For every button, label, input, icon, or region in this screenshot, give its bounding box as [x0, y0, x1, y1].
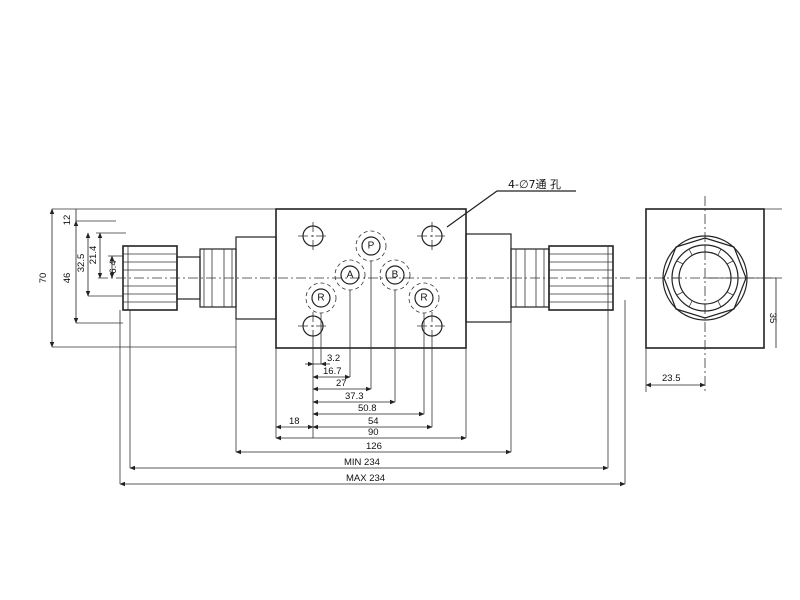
svg-text:R: R — [317, 293, 324, 304]
front-view: P A B R R 4-∅7通 孔 — [52, 178, 630, 349]
port-a: A — [334, 259, 366, 291]
left-adjust-knob — [122, 245, 178, 311]
dim-46: 46 — [62, 273, 73, 284]
svg-text:A: A — [347, 270, 354, 281]
dim-90: 90 — [368, 427, 379, 438]
hole-note: 4-∅7通 孔 — [446, 178, 576, 228]
dim-21-4: 21.4 — [88, 246, 99, 265]
port-p: P — [355, 230, 387, 262]
dim-54: 54 — [368, 416, 379, 427]
dim-126: 126 — [366, 441, 382, 452]
dim-35: 35 — [767, 313, 778, 324]
dim-min-234: MIN 234 — [344, 457, 380, 468]
dim-16-7: 16.7 — [323, 366, 342, 377]
side-view: 35 23.5 — [636, 196, 782, 392]
svg-text:B: B — [392, 270, 399, 281]
dim-6-4: 6.4 — [108, 260, 119, 273]
svg-text:P: P — [368, 241, 375, 252]
dim-37-3: 37.3 — [345, 391, 364, 402]
dim-max-234: MAX 234 — [346, 473, 385, 484]
dim-50-8: 50.8 — [358, 403, 377, 414]
dim-32-5: 32.5 — [76, 254, 87, 273]
mounting-holes — [298, 222, 447, 340]
svg-text:4-∅7通 孔: 4-∅7通 孔 — [508, 178, 561, 191]
dim-70: 70 — [38, 273, 49, 284]
port-r-right: R — [408, 282, 440, 314]
port-r-left: R — [305, 282, 337, 314]
dim-18: 18 — [289, 416, 300, 427]
dim-3-2: 3.2 — [327, 353, 340, 364]
dim-27: 27 — [336, 378, 347, 389]
vertical-dimensions: 70 46 12 32.5 21.4 6.4 — [38, 208, 126, 348]
dim-12: 12 — [62, 215, 73, 226]
horizontal-dimensions: 3.2 16.7 27 37.3 50.8 54 18 90 126 MIN 2… — [119, 261, 626, 487]
port-b: B — [379, 259, 411, 291]
svg-text:R: R — [420, 293, 427, 304]
dim-23-5: 23.5 — [662, 373, 681, 384]
